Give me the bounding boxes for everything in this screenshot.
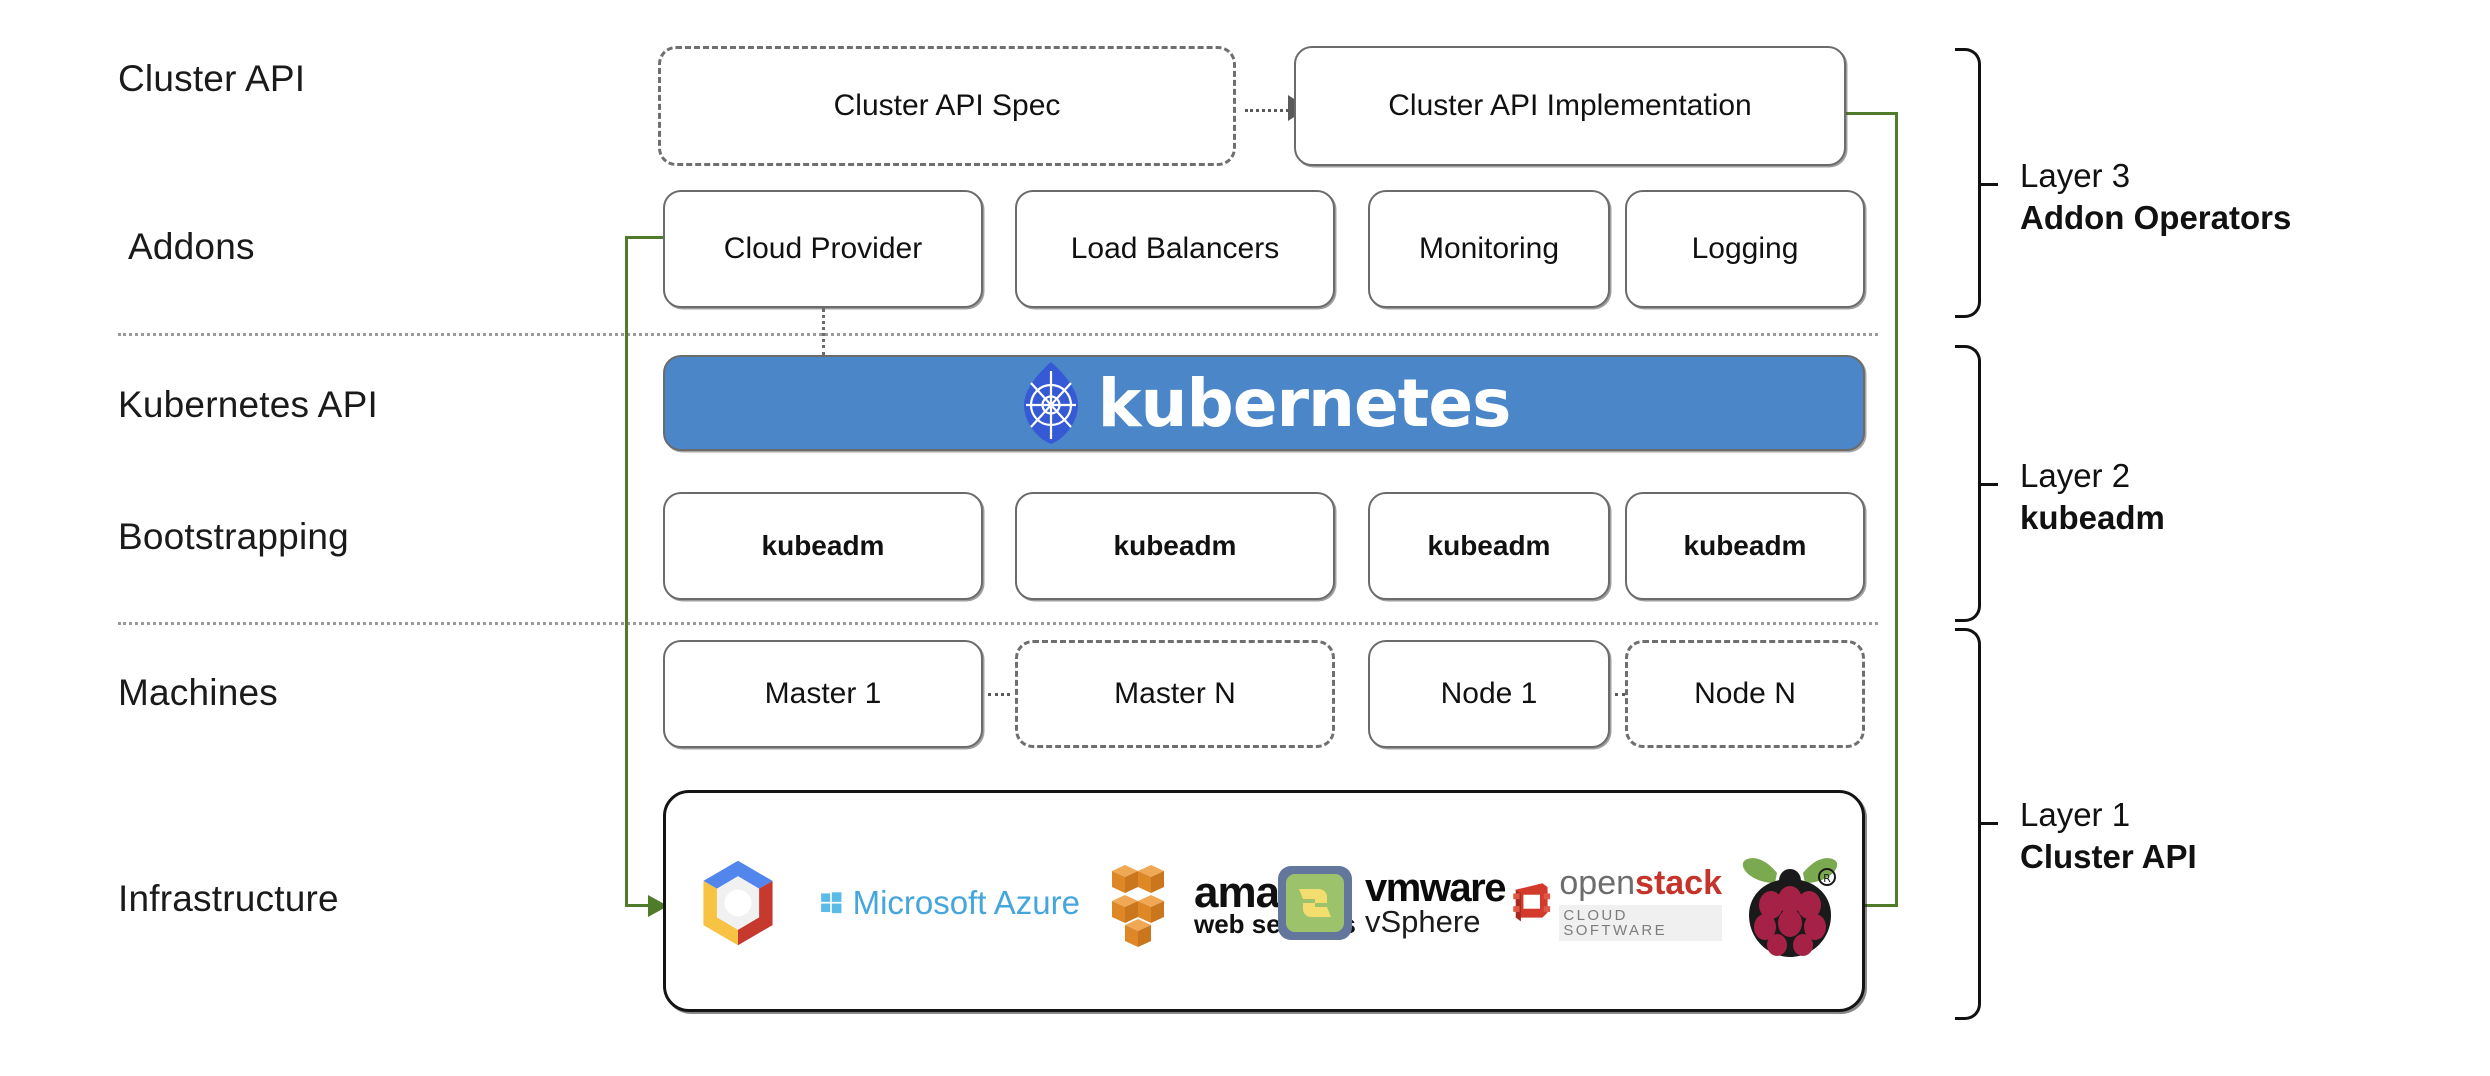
- flow-right-vertical: [1895, 112, 1898, 906]
- layer-label-2: Layer 2 kubeadm: [2020, 455, 2165, 539]
- flow-right-bottom-stub: [1836, 904, 1898, 907]
- row-label-machines: Machines: [118, 672, 278, 713]
- kubernetes-helm-wheel-icon: [1023, 362, 1078, 444]
- brace-tick-layer-1: [1978, 822, 1998, 825]
- logo-openstack: openstack CLOUD SOFTWARE: [1512, 863, 1722, 941]
- box-label: Load Balancers: [1070, 232, 1280, 265]
- logo-vmware-vsphere: vmware vSphere: [1277, 862, 1507, 944]
- box-label: Master 1: [764, 677, 882, 710]
- flow-left-top-stub: [625, 236, 670, 239]
- box-label: Master N: [1114, 677, 1236, 710]
- openstack-tagline: CLOUD SOFTWARE: [1559, 904, 1722, 941]
- row-label-bootstrapping: Bootstrapping: [118, 516, 349, 557]
- openstack-block-icon: [1513, 883, 1551, 922]
- layer-3-name: Addon Operators: [2020, 199, 2292, 237]
- google-cloud-hexagon-icon: [703, 860, 773, 946]
- layer-label-3: Layer 3 Addon Operators: [2020, 155, 2291, 239]
- box-label: kubeadm: [1683, 530, 1807, 561]
- box-label: Logging: [1691, 232, 1799, 265]
- master-repeat-connector: [988, 693, 1010, 696]
- layer-2-number: Layer 2: [2020, 457, 2131, 494]
- box-node-n[interactable]: Node N: [1625, 640, 1865, 748]
- openstack-wordmark-stack: stack: [1635, 863, 1722, 902]
- flow-left-vertical: [625, 236, 628, 906]
- vmware-wordmark-primary: vmware: [1365, 866, 1506, 911]
- layer-2-name: kubeadm: [2020, 499, 2165, 537]
- box-kubeadm-1[interactable]: kubeadm: [663, 492, 983, 600]
- box-load-balancers[interactable]: Load Balancers: [1015, 190, 1335, 308]
- svg-text:R: R: [1823, 872, 1831, 885]
- layer-1-number: Layer 1: [2020, 796, 2131, 833]
- box-cluster-api-implementation[interactable]: Cluster API Implementation: [1294, 46, 1846, 166]
- box-label: kubeadm: [761, 530, 885, 561]
- cloud-provider-to-kubernetes-connector: [822, 308, 825, 356]
- box-label: kubeadm: [1427, 530, 1551, 561]
- azure-wordmark: Microsoft Azure: [852, 884, 1080, 921]
- box-label: Cluster API Implementation: [1388, 89, 1752, 122]
- band-separator-upper: [118, 333, 1878, 336]
- kubernetes-banner[interactable]: kubernetes: [663, 355, 1865, 451]
- flow-right-top-stub: [1846, 112, 1898, 115]
- logo-google-cloud-platform: [690, 855, 786, 951]
- box-kubeadm-4[interactable]: kubeadm: [1625, 492, 1865, 600]
- vsphere-tile-icon: [1278, 866, 1352, 940]
- box-label: Node N: [1694, 677, 1796, 710]
- logo-raspberry-pi: R: [1735, 843, 1845, 963]
- box-master-1[interactable]: Master 1: [663, 640, 983, 748]
- vmware-wordmark-secondary: vSphere: [1365, 904, 1481, 940]
- brace-tick-layer-2: [1978, 483, 1998, 486]
- box-infrastructure[interactable]: [663, 790, 1865, 1012]
- box-label: Cluster API Spec: [833, 89, 1061, 122]
- layer-1-name: Cluster API: [2020, 838, 2197, 876]
- microsoft-windows-icon: [821, 892, 842, 914]
- box-label: Monitoring: [1418, 232, 1560, 265]
- flow-left-bottom-stub: [625, 904, 655, 907]
- box-cluster-api-spec[interactable]: Cluster API Spec: [658, 46, 1236, 166]
- box-cloud-provider[interactable]: Cloud Provider: [663, 190, 983, 308]
- box-master-n[interactable]: Master N: [1015, 640, 1335, 748]
- raspberry-pi-icon: R: [1742, 858, 1838, 957]
- box-logging[interactable]: Logging: [1625, 190, 1865, 308]
- row-label-cluster-api: Cluster API: [118, 58, 306, 99]
- aws-cubes-icon: [1112, 865, 1164, 947]
- box-kubeadm-2[interactable]: kubeadm: [1015, 492, 1335, 600]
- openstack-wordmark-open: open: [1559, 863, 1636, 902]
- box-label: Cloud Provider: [723, 232, 923, 265]
- layer-3-number: Layer 3: [2020, 157, 2131, 194]
- row-label-infrastructure: Infrastructure: [118, 878, 339, 919]
- box-kubeadm-3[interactable]: kubeadm: [1368, 492, 1610, 600]
- box-node-1[interactable]: Node 1: [1368, 640, 1610, 748]
- box-monitoring[interactable]: Monitoring: [1368, 190, 1610, 308]
- box-label: Node 1: [1440, 677, 1538, 710]
- logo-microsoft-azure: Microsoft Azure: [820, 878, 1080, 928]
- row-label-kubernetes-api: Kubernetes API: [118, 384, 378, 425]
- row-label-addons: Addons: [128, 226, 255, 267]
- spec-to-impl-connector: [1245, 109, 1295, 112]
- band-separator-lower: [118, 622, 1878, 625]
- layer-label-1: Layer 1 Cluster API: [2020, 794, 2197, 878]
- kubernetes-wordmark: kubernetes: [1097, 364, 1512, 442]
- box-label: kubeadm: [1113, 530, 1237, 561]
- brace-tick-layer-3: [1978, 183, 1998, 186]
